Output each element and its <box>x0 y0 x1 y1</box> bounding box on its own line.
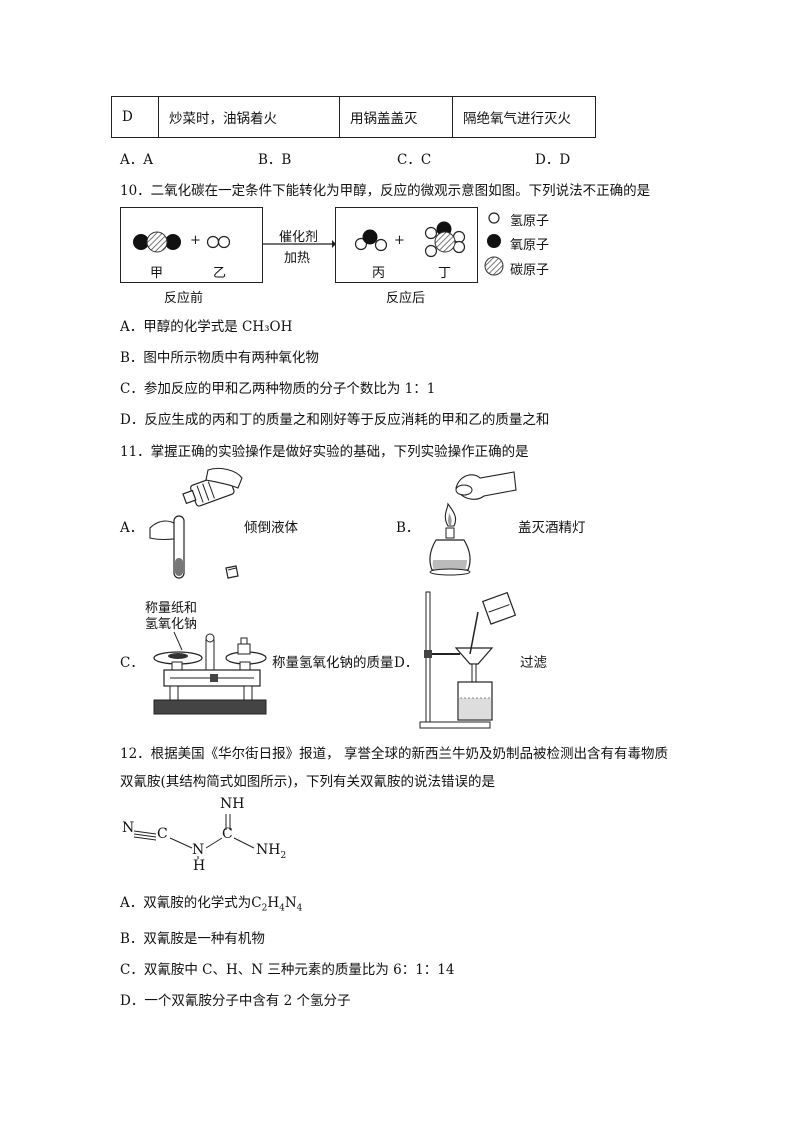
q10-stem: 10．二氧化碳在一定条件下能转化为甲醇，反应的微观示意图如图。下列说法不正确的是 <box>120 183 651 199</box>
oxygen-atom <box>165 234 181 250</box>
table-cell: 炒菜时，油锅着火 <box>158 96 340 138</box>
hydrogen-atom <box>217 235 231 249</box>
reaction-arrow <box>262 240 336 248</box>
q12-stem-line2: 双氰胺(其结构简式如图所示)，下列有关双氰胺的说法错误的是 <box>120 774 496 790</box>
plus-sign: + <box>190 233 201 248</box>
q12-option-d[interactable]: D．一个双氰胺分子中含有 2 个氢分子 <box>120 993 351 1009</box>
q10-option-d[interactable]: D．反应生成的丙和丁的质量之和刚好等于反应消耗的甲和乙的质量之和 <box>120 412 550 428</box>
subscript: 4 <box>279 903 285 914</box>
q11-c-note2: 氢氧化钠 <box>145 617 198 632</box>
label-bing: 丙 <box>372 266 386 281</box>
subscript: 4 <box>296 903 303 914</box>
table-cell: 用锅盖盖灭 <box>339 96 453 138</box>
catalyst-label: 催化剂 <box>279 230 319 245</box>
hydrogen-icon <box>488 212 500 224</box>
atom-legend-icons <box>484 212 504 276</box>
after-label: 反应后 <box>386 291 426 306</box>
table-cell: 隔绝氧气进行灭火 <box>452 96 596 138</box>
table-row: D 炒菜时，油锅着火 用锅盖盖灭 隔绝氧气进行灭火 <box>111 96 596 138</box>
carbon-atom <box>434 231 456 253</box>
label-jia: 甲 <box>150 266 164 281</box>
struct-nh2-sub: 2 <box>280 850 287 861</box>
filtration-illustration <box>419 591 517 729</box>
struct-nh: NH <box>220 796 245 812</box>
q12-option-b[interactable]: B．双氰胺是一种有机物 <box>120 931 265 947</box>
struct-h: H <box>193 858 206 874</box>
q10-option-c[interactable]: C．参加反应的甲和乙两种物质的分子个数比为 1：1 <box>120 381 436 397</box>
oxygen-icon <box>487 234 501 248</box>
alcohol-lamp-illustration <box>429 471 517 576</box>
hydrogen-atom <box>424 244 438 258</box>
legend-oxygen: 氧原子 <box>510 238 550 253</box>
carbon-icon <box>484 256 504 276</box>
hydrogen-atom <box>354 237 368 251</box>
legend-hydrogen: 氢原子 <box>510 214 550 229</box>
q11-b-text: 盖灭酒精灯 <box>518 520 586 536</box>
struct-nh2-text: NH <box>256 842 281 858</box>
hydrogen-atom <box>424 226 438 240</box>
struct-c-left: C <box>157 826 168 842</box>
plus-sign: + <box>394 233 405 248</box>
q11-stem: 11．掌握正确的实验操作是做好实验的基础，下列实验操作正确的是 <box>120 444 529 460</box>
hydrogen-atom <box>374 238 388 252</box>
oxygen-atom <box>133 234 149 250</box>
pour-liquid-illustration <box>149 467 243 579</box>
oxygen-atom <box>362 229 378 245</box>
q12-a-text: H <box>267 895 280 911</box>
answer-table: D 炒菜时，油锅着火 用锅盖盖灭 隔绝氧气进行灭火 <box>111 96 596 138</box>
struct-n-left: N <box>122 820 135 836</box>
label-ding: 丁 <box>438 266 452 281</box>
q11-option-a[interactable]: A． <box>120 520 144 536</box>
q12-a-text: A．双氰胺的化学式为C <box>120 895 262 911</box>
q12-a-text: N <box>284 895 297 911</box>
struct-c-right: C <box>222 826 233 842</box>
legend-carbon: 碳原子 <box>510 263 550 278</box>
label-yi: 乙 <box>213 266 227 281</box>
q10-option-b[interactable]: B．图中所示物质中有两种氧化物 <box>120 350 319 366</box>
table-cell: D <box>111 96 159 138</box>
q12-option-c[interactable]: C．双氰胺中 C、H、N 三种元素的质量比为 6：1：14 <box>120 962 455 978</box>
struct-nh2: NH2 <box>256 842 286 861</box>
q11-c-text: 称量氢氧化钠的质量 <box>272 655 394 671</box>
carbon-atom <box>146 231 168 253</box>
q9-option-a[interactable]: A．A <box>120 152 153 168</box>
q12-option-a[interactable]: A．双氰胺的化学式为C2H4N4 <box>120 891 302 914</box>
q11-option-d[interactable]: D． <box>394 655 419 671</box>
q9-option-d[interactable]: D．D <box>535 152 571 168</box>
product-molecules <box>354 221 466 258</box>
q11-option-c[interactable]: C． <box>120 655 144 671</box>
q11-c-note1: 称量纸和 <box>145 601 198 616</box>
balance-scale-illustration <box>153 631 267 715</box>
struct-n-mid: N <box>192 842 205 858</box>
hydrogen-atom <box>206 235 220 249</box>
subscript: 2 <box>261 903 268 914</box>
q11-d-text: 过滤 <box>520 655 547 671</box>
q12-stem-line1: 12．根据美国《华尔街日报》报道， 享誉全球的新西兰牛奶及奶制品被检测出含有有毒… <box>120 746 668 762</box>
q11-a-text: 倾倒液体 <box>244 520 298 536</box>
heat-label: 加热 <box>284 251 311 266</box>
reactant-molecules <box>133 231 231 253</box>
q9-option-c[interactable]: C．C <box>397 152 432 168</box>
q11-option-b[interactable]: B． <box>396 520 420 536</box>
struct-bonds <box>133 814 255 859</box>
q9-option-b[interactable]: B．B <box>258 152 292 168</box>
before-label: 反应前 <box>164 291 204 306</box>
q10-option-a[interactable]: A．甲醇的化学式是 CH₃OH <box>120 319 293 335</box>
